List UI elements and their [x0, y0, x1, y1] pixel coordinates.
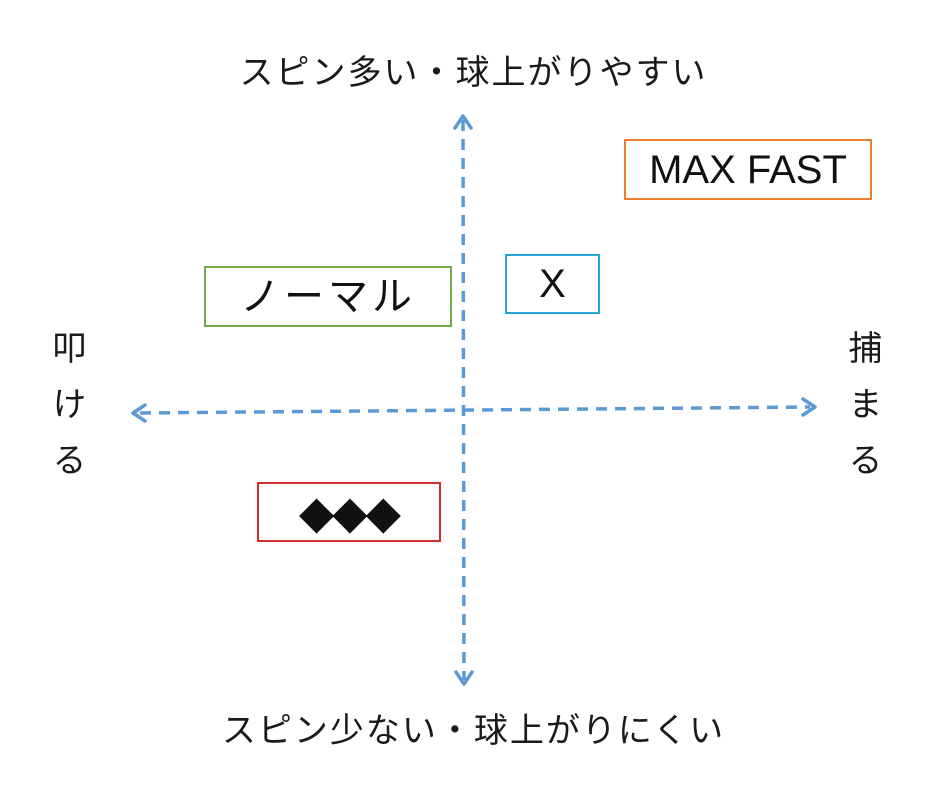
axis-label-top: スピン多い・球上がりやすい	[239, 53, 708, 93]
horizontal-axis-arrow-right	[801, 397, 817, 417]
horizontal-axis-line	[139, 405, 811, 415]
vertical-axis-arrow-down	[454, 670, 474, 686]
vertical-axis-line	[461, 119, 466, 681]
axis-label-bottom: スピン少ない・球上がりにくい	[221, 711, 726, 751]
horizontal-axis-arrow-left	[131, 403, 147, 423]
item-box-x: X	[505, 254, 600, 314]
item-box-max-fast: MAX FAST	[624, 139, 872, 200]
item-box-normal: ノーマル	[204, 266, 452, 327]
item-box-diamonds: ◆◆◆	[257, 482, 441, 542]
axis-label-left: 叩ける	[46, 330, 86, 498]
axis-label-right: 捕まる	[842, 330, 882, 498]
vertical-axis-arrow-up	[453, 114, 473, 130]
